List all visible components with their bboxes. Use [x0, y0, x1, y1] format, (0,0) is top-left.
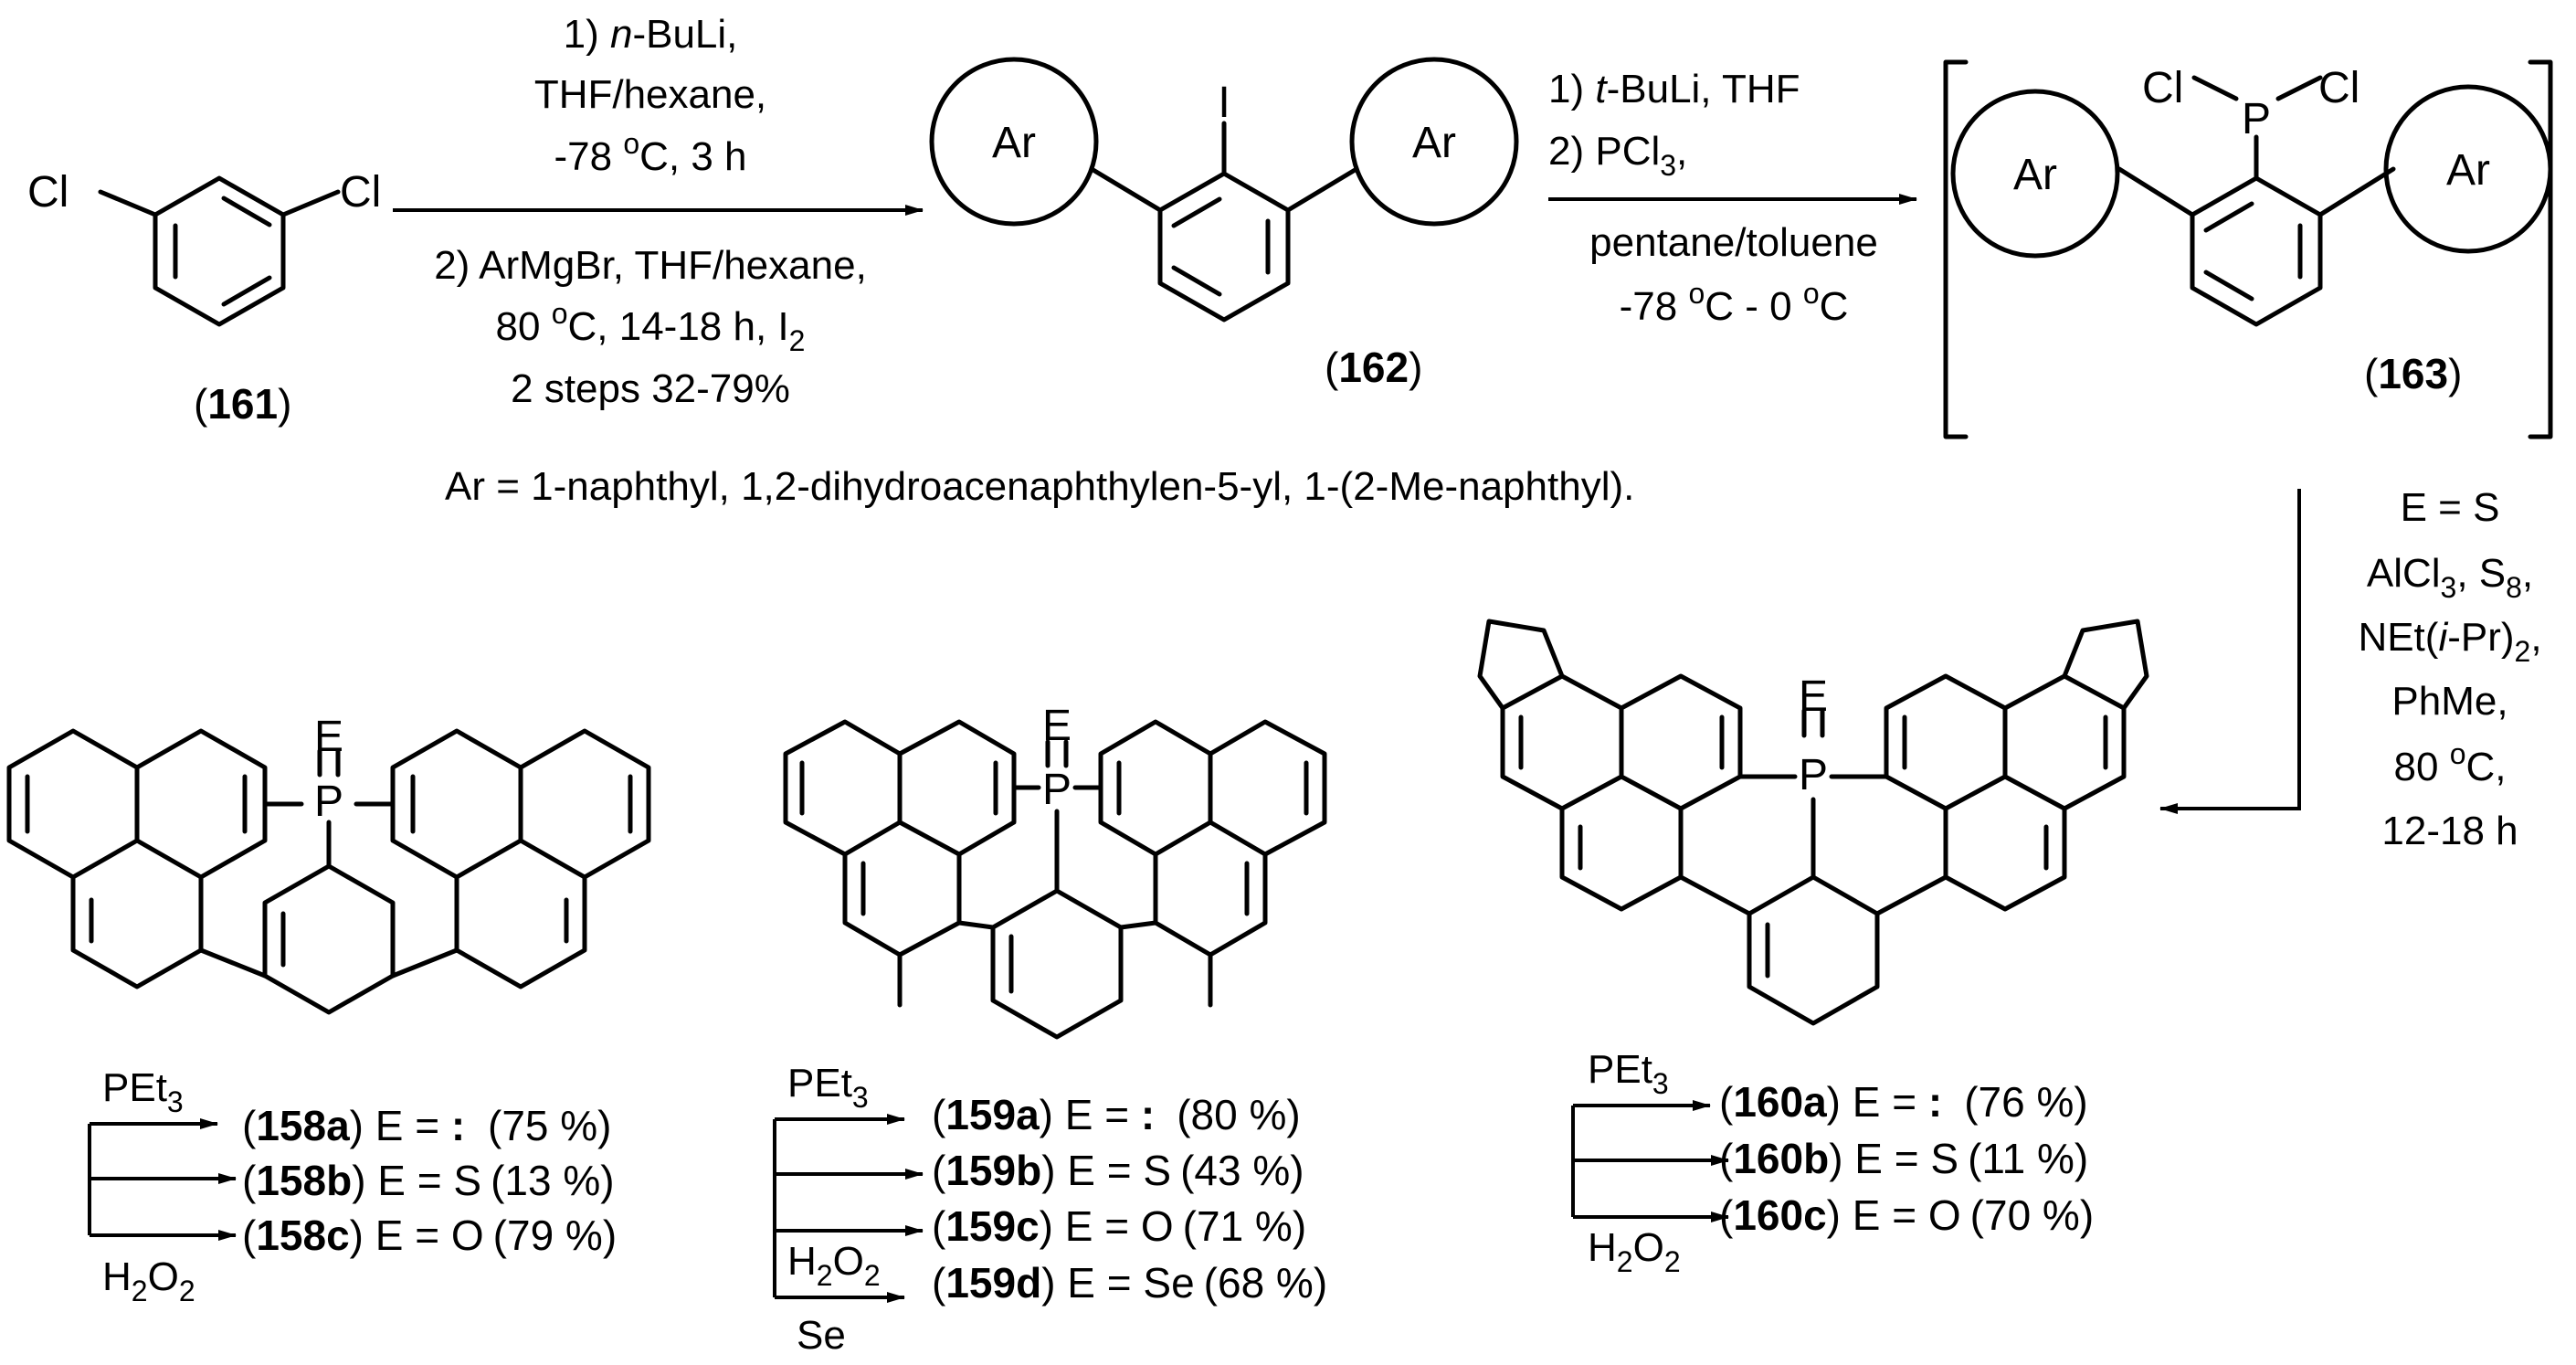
- step2-line1: 1) t-BuLi, THF: [1548, 67, 1800, 111]
- phosphorus-atom-160: P: [1799, 751, 1828, 799]
- double-bonds-159: [799, 739, 1309, 994]
- chlorine-atom-163-left: Cl: [2142, 64, 2183, 112]
- compound-label-163: (163): [2364, 350, 2462, 397]
- product-list-160: (160a) E = :(76 %) (160b) E = S(11 %) (1…: [1719, 1078, 2094, 1239]
- step1-line3: -78 oC, 3 h: [554, 127, 746, 179]
- ar-label-162-left: Ar: [992, 119, 1036, 167]
- e-atom-160: E: [1799, 672, 1828, 721]
- chlorine-atom-right: Cl: [340, 168, 381, 217]
- step3-conditions: E = S AlCl3, S8, NEt(i-Pr)2, PhMe, 80 oC…: [2358, 485, 2541, 853]
- compound-158-structure: E P: [6, 713, 651, 1015]
- product-list-159: (159a) E = :(80 %) (159b) E = S(43 %) (1…: [932, 1091, 1327, 1307]
- phosphorus-atom-158: P: [314, 778, 343, 826]
- reagent-h2o2-158: H2O2: [102, 1254, 195, 1307]
- ar-label-163-right: Ar: [2446, 146, 2490, 195]
- compound-159-structure: E P: [783, 702, 1327, 1040]
- e-atom-158: E: [314, 713, 343, 761]
- step1-line2: THF/hexane,: [534, 72, 766, 117]
- ar-definition: Ar = 1-naphthyl, 1,2-dihydroacenaphthyle…: [445, 464, 1634, 509]
- bracket-right: [2528, 59, 2553, 439]
- product-158a: (158a) E = : (75 %): [242, 1102, 611, 1149]
- double-bonds-163: [2203, 201, 2303, 302]
- product-158b: (158b) E = S(13 %): [242, 1157, 615, 1204]
- ar-circle-162-right: [1349, 57, 1519, 227]
- arrows-159: PEt3 H2O2 Se: [773, 1061, 924, 1358]
- bracket-left: [1943, 59, 1969, 439]
- reagent-pet3-158: PEt3: [102, 1065, 184, 1118]
- phosphorus-atom-163: P: [2242, 95, 2271, 143]
- compound-161-structure: Cl Cl: [27, 168, 381, 327]
- step2-line2: 2) PCl3,: [1548, 129, 1687, 182]
- ar-circle-163-right: [2383, 84, 2553, 254]
- compound-160-structure: E P: [1477, 619, 2149, 1026]
- ar-label-162-right: Ar: [1412, 119, 1456, 167]
- step1-line4: 2) ArMgBr, THF/hexane,: [434, 243, 867, 288]
- chlorine-atom-left: Cl: [27, 168, 69, 217]
- product-159b: (159b) E = S(43 %): [932, 1147, 1304, 1194]
- step3-line3: NEt(i-Pr)2,: [2358, 615, 2541, 668]
- chlorine-atom-163-right: Cl: [2318, 64, 2360, 112]
- double-bonds-162: [1171, 196, 1271, 297]
- rings-158-naphthyl-left: [6, 728, 268, 989]
- ar-label-163-left: Ar: [2013, 151, 2057, 199]
- compound-162-structure: Ar Ar I: [929, 57, 1519, 323]
- step2-line3: pentane/toluene: [1589, 220, 1878, 265]
- step3-line5: 80 oC,: [2394, 737, 2507, 789]
- cl-bonds-161: [98, 189, 341, 217]
- ar-circle-162-left: [929, 57, 1099, 227]
- ar-circle-163-left: [1950, 89, 2120, 259]
- product-159d: (159d) E = Se(68 %): [932, 1259, 1327, 1307]
- double-bonds-161: [173, 196, 272, 307]
- reagent-pet3-159: PEt3: [787, 1061, 869, 1114]
- arrows-158: PEt3 H2O2: [88, 1065, 237, 1307]
- step3-line4: PhMe,: [2391, 679, 2507, 724]
- step1-conditions: 1) n-BuLi, THF/hexane, -78 oC, 3 h 2) Ar…: [434, 12, 867, 411]
- reagent-pet3-160: PEt3: [1588, 1047, 1669, 1100]
- product-160a: (160a) E = :(76 %): [1719, 1078, 2088, 1126]
- step1-line6: 2 steps 32-79%: [511, 366, 790, 411]
- product-list-158: (158a) E = : (75 %) (158b) E = S(13 %) (…: [242, 1102, 617, 1259]
- reagent-h2o2-160: H2O2: [1588, 1225, 1681, 1278]
- rings-158-naphthyl-right: [390, 728, 651, 989]
- step1-line1: 1) n-BuLi,: [564, 12, 738, 57]
- double-bonds-160: [1518, 708, 2108, 979]
- e-atom-159: E: [1042, 702, 1072, 750]
- compound-label-162: (162): [1325, 344, 1422, 391]
- reagent-se-159: Se: [797, 1313, 846, 1358]
- substituent-bonds-163: [2117, 75, 2396, 217]
- step2-line4: -78 oC - 0 oC: [1620, 277, 1849, 329]
- compound-163-structure: Ar Ar P Cl Cl: [1943, 59, 2553, 439]
- step1-line5: 80 oC, 14-18 h, I2: [496, 297, 806, 357]
- rings-160-left: [1477, 619, 1743, 912]
- substituent-bonds-162: [1089, 121, 1359, 213]
- ring-158-central: [262, 863, 396, 1015]
- bonds-159-linkers: [897, 785, 1213, 1008]
- product-160c: (160c) E = O(70 %): [1719, 1191, 2094, 1239]
- step2-conditions: 1) t-BuLi, THF 2) PCl3, pentane/toluene …: [1548, 67, 1878, 329]
- iodine-atom: I: [1218, 79, 1230, 127]
- arrows-160: PEt3 H2O2: [1571, 1047, 1729, 1278]
- product-158c: (158c) E = O(79 %): [242, 1212, 617, 1259]
- step3-line2: AlCl3, S8,: [2367, 551, 2533, 604]
- reaction-arrow-step3: [2159, 489, 2301, 814]
- rings-160-right: [1884, 619, 2149, 912]
- phosphorus-atom-159: P: [1042, 766, 1072, 814]
- rings-159-naphthyl-right: [1098, 719, 1327, 958]
- reagent-h2o2-159: H2O2: [787, 1239, 881, 1292]
- double-bonds-158: [25, 748, 633, 968]
- step3-line6: 12-18 h: [2381, 809, 2518, 853]
- product-159c: (159c) E = O(71 %): [932, 1202, 1306, 1250]
- product-160b: (160b) E = S(11 %): [1719, 1135, 2088, 1182]
- bonds-158-linkers: [198, 801, 459, 979]
- compound-label-161: (161): [194, 380, 291, 428]
- rings-159-naphthyl-left: [783, 719, 1017, 958]
- bonds-160-linkers: [1678, 774, 1948, 916]
- step3-line1: E = S: [2401, 485, 2500, 530]
- product-159a: (159a) E = :(80 %): [932, 1091, 1301, 1138]
